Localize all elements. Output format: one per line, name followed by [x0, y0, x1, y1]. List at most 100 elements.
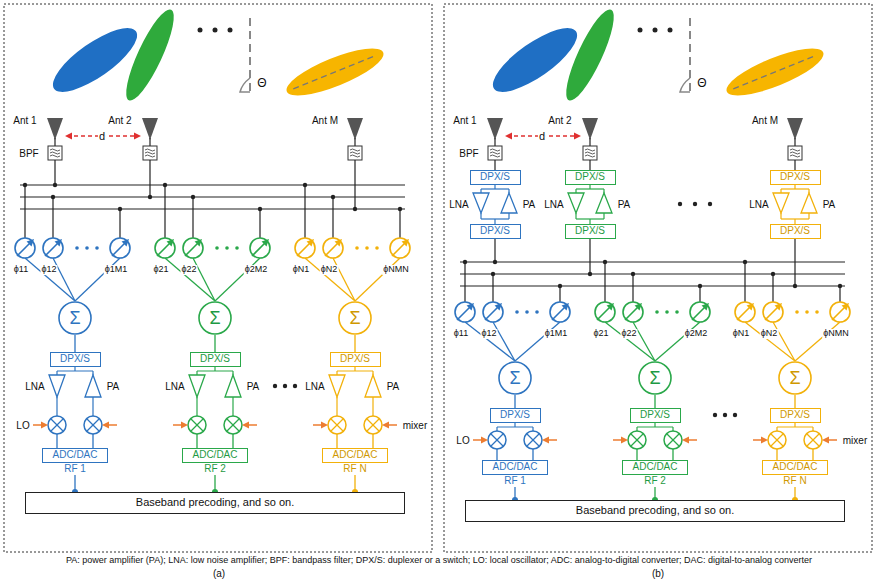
shifter-arrow [335, 237, 345, 247]
junction-dot [163, 183, 167, 187]
wire [25, 258, 75, 301]
wire [460, 261, 845, 262]
junction-dot [675, 310, 679, 314]
wire [52, 197, 53, 238]
combiner-circle: Σ [58, 301, 92, 335]
junction-dot [655, 310, 659, 314]
angle-label: Θ [696, 77, 707, 90]
angle-label: Θ [256, 77, 267, 90]
wire [605, 322, 655, 361]
beam [282, 40, 389, 105]
junction-dot [258, 207, 262, 211]
junction-dot [723, 413, 727, 417]
antenna-symbol [582, 118, 598, 140]
wire [54, 138, 55, 146]
wire [667, 434, 679, 446]
junction-dot [805, 310, 809, 314]
junction-dot [95, 246, 99, 250]
shifter-arrow [402, 237, 412, 247]
wire [808, 213, 809, 219]
junction-dot [491, 272, 495, 276]
shifter-arrow [562, 301, 572, 311]
phase-label: ϕ11 [453, 329, 469, 339]
phase-label: ϕN1 [292, 265, 311, 275]
duplexer-box: DPX/S [565, 224, 616, 239]
wire [165, 258, 215, 301]
wire [776, 449, 777, 460]
antenna-label: Ant M [751, 115, 779, 126]
junction-dot [303, 183, 307, 187]
node-label: DPX/S [470, 224, 521, 239]
wire [589, 239, 590, 274]
node-label: DPX/S [565, 170, 616, 185]
wire [733, 55, 816, 89]
bandpass-filter [143, 146, 157, 160]
junction-dot [75, 246, 79, 250]
wire [527, 434, 539, 446]
baseband-box: Baseband precoding, and so on. [25, 492, 405, 514]
wire [839, 286, 840, 302]
pa-symbol [225, 375, 241, 397]
node-label: Σ [638, 361, 672, 395]
junction-dot [118, 207, 122, 211]
lo-arrow [321, 422, 328, 429]
wire [57, 370, 93, 371]
mixer-label: mixer [402, 420, 428, 431]
wire [149, 138, 150, 146]
rf-chain-label: RF N [762, 475, 828, 487]
wire [232, 434, 233, 448]
shifter-arrow [702, 301, 712, 311]
wire [87, 419, 99, 431]
panel [4, 4, 432, 552]
wire [372, 434, 373, 448]
wire [771, 434, 783, 446]
phase-label: ϕ21 [592, 329, 609, 339]
duplexer-box: DPX/S [770, 224, 821, 239]
lna-symbol [473, 193, 489, 213]
phase-label: ϕ21 [152, 265, 169, 275]
wire [689, 18, 691, 92]
wire [20, 196, 405, 197]
wire [807, 434, 819, 446]
filter-wave [585, 155, 595, 157]
lo-arrow [761, 437, 768, 444]
node-label: DPX/S [630, 408, 681, 423]
junction-dot [708, 202, 712, 206]
wire [304, 185, 305, 238]
duplexer-box: DPX/S [190, 352, 241, 367]
wire [576, 188, 604, 189]
junction-dot [795, 310, 799, 314]
bandpass-filter [488, 146, 502, 160]
converter-box: ADC/DACRF 1 [482, 460, 548, 487]
antenna-symbol [142, 118, 158, 140]
circle-outline [639, 362, 671, 394]
filter-wave [50, 149, 60, 151]
amplifier-label: PA [246, 381, 261, 392]
wire [667, 434, 679, 446]
wire [331, 419, 343, 431]
node-label: Σ [58, 301, 92, 335]
amplifier-label: PA [386, 381, 401, 392]
antenna-label: Ant 2 [107, 115, 132, 126]
antenna-symbol [487, 118, 503, 140]
bandpass-filter [788, 146, 802, 160]
wire [781, 188, 809, 189]
wire [744, 262, 745, 302]
wire [772, 274, 773, 302]
panel-border [444, 4, 872, 552]
phase-label: ϕ22 [620, 329, 637, 339]
junction-dot [331, 195, 335, 199]
panel [444, 4, 872, 552]
mixer-label: mixer [842, 435, 868, 446]
junction-dot [228, 28, 233, 33]
wire [196, 434, 197, 448]
mixer-symbol [188, 416, 206, 434]
wire [807, 434, 819, 446]
wire [149, 160, 150, 197]
wire [794, 138, 795, 146]
wire [191, 419, 203, 431]
duplexer-box: DPX/S [565, 170, 616, 185]
amplifier-label: PA [617, 199, 632, 210]
junction-dot [85, 246, 89, 250]
